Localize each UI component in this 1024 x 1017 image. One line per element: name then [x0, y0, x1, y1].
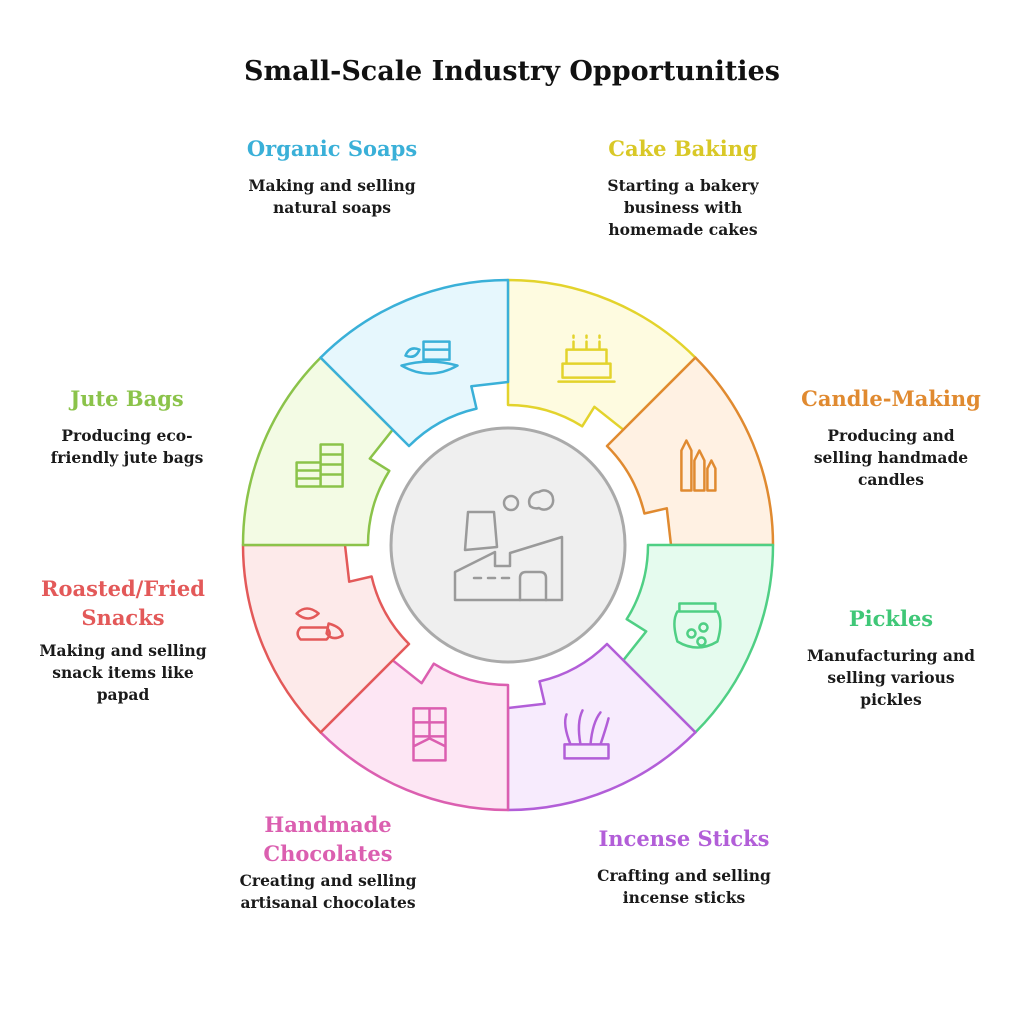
segment-description: Making and selling natural soaps: [248, 176, 416, 217]
segment-description: Producing and selling handmade candles: [813, 426, 969, 489]
segment-label-organic-soaps: Organic Soaps Making and selling natural…: [214, 134, 450, 219]
chocolate-bar-icon: [412, 707, 447, 762]
segment-description: Making and selling snack items like papa…: [39, 641, 207, 704]
segment-label-incense-sticks: Incense Sticks Crafting and selling ince…: [566, 824, 802, 909]
segment-label-handmade-chocolates: Handmade Chocolates Creating and selling…: [210, 810, 446, 914]
segment-title: Organic Soaps: [246, 136, 418, 161]
segment-title: Handmade Chocolates: [263, 812, 393, 866]
segment-label-cake-baking: Cake Baking Starting a bakery business w…: [560, 134, 806, 241]
snacks-icon: [295, 607, 344, 641]
segment-label-roasted-fried-snacks: Roasted/Fried Snacks Making and selling …: [12, 574, 234, 706]
segment-description: Starting a bakery business with homemade…: [607, 176, 759, 239]
center-hub: [389, 426, 627, 664]
segment-title: Candle-Making: [801, 386, 981, 411]
jute-bags-icon: [295, 443, 344, 488]
segment-candles: [605, 356, 775, 547]
candles-icon: [680, 439, 717, 492]
segment-title: Pickles: [848, 606, 934, 631]
segment-title: Incense Sticks: [598, 826, 770, 851]
segment-jute-bags: [241, 356, 394, 547]
segment-title: Jute Bags: [70, 386, 184, 411]
segment-description: Creating and selling artisanal chocolate…: [239, 871, 417, 912]
segment-label-jute-bags: Jute Bags Producing eco- friendly jute b…: [22, 384, 232, 469]
incense-sticks-icon: [563, 709, 610, 760]
pickle-jar-icon: [673, 602, 722, 649]
segment-label-pickles: Pickles Manufacturing and selling variou…: [778, 604, 1004, 711]
segment-description: Manufacturing and selling various pickle…: [806, 646, 976, 709]
segment-title: Cake Baking: [608, 136, 758, 161]
segment-label-candle-making: Candle-Making Producing and selling hand…: [778, 384, 1004, 491]
center-circle: [389, 426, 627, 664]
segment-cake: [506, 278, 697, 431]
factory-icon: [453, 489, 564, 602]
segment-incense-sticks: [506, 642, 697, 812]
segment-title: Roasted/Fried Snacks: [41, 576, 205, 630]
soap-icon: [400, 340, 459, 375]
page-title: Small-Scale Industry Opportunities: [244, 56, 780, 87]
segment-description: Producing eco- friendly jute bags: [50, 426, 204, 467]
cake-icon: [557, 334, 616, 383]
segment-description: Crafting and selling incense sticks: [597, 866, 771, 907]
